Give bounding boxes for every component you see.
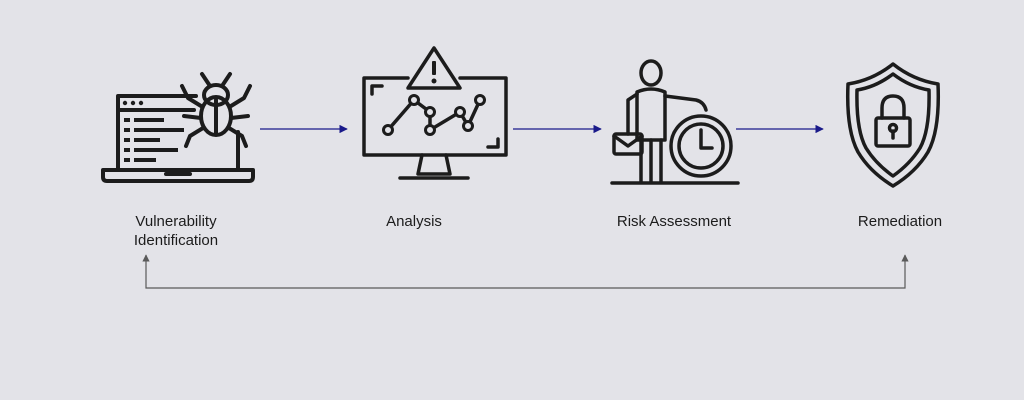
person-clock-briefcase-icon: [610, 59, 740, 185]
feedback-loop-arrow: [142, 254, 909, 289]
shield-lock-icon: [845, 62, 941, 188]
stage-label-line: Identification: [133, 232, 219, 249]
laptop-bug-icon: [101, 72, 255, 183]
stage-label-risk-assessment: Risk Assessment: [594, 212, 754, 231]
stage-label-line: Vulnerability: [135, 213, 217, 230]
stage-label-line: Analysis: [386, 213, 442, 230]
stage-label-line: Risk Assessment: [616, 213, 732, 230]
stage-label-line: Remediation: [857, 213, 943, 230]
stage-label-analysis: Analysis: [334, 212, 494, 231]
stage-label-vulnerability-identification: Vulnerability Identification: [96, 212, 256, 250]
monitor-warning-chart-icon: [362, 46, 508, 180]
stage-label-remediation: Remediation: [820, 212, 980, 231]
